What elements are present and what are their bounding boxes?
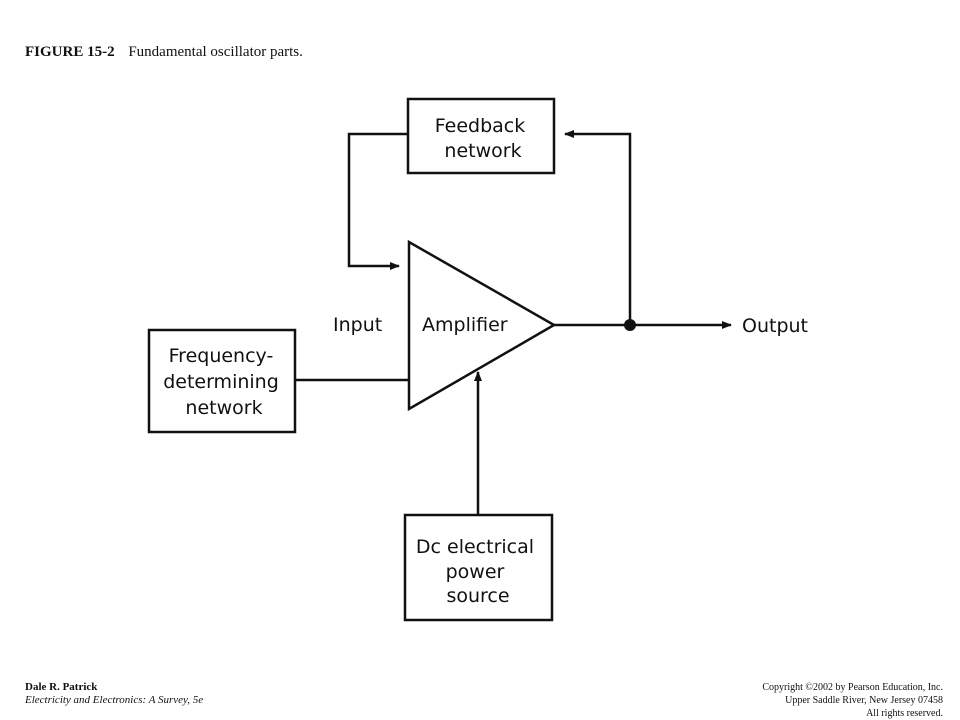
footer-copyright-line: Copyright ©2002 by Pearson Education, In… (762, 682, 943, 693)
footer-rights-line: All rights reserved. (866, 708, 943, 719)
amplifier-block: Amplifier (407, 239, 557, 412)
footer-address-line: Upper Saddle River, New Jersey 07458 (785, 695, 943, 706)
power-source-block: Dc electrical power source (403, 513, 554, 622)
figure-title: Fundamental oscillator parts. (128, 44, 303, 60)
power-label-line-3: source (446, 585, 509, 607)
footer-copyright: Copyright ©2002 by Pearson Education, In… (762, 681, 943, 720)
power-source-label: Dc electrical power source (416, 536, 540, 607)
footer-book-title: Electricity and Electronics: A Survey, 5… (25, 694, 204, 706)
feedback-network-block: Feedback network (406, 97, 556, 175)
feedback-network-label: Feedback network (435, 115, 532, 162)
feedback-to-input-path (347, 132, 408, 270)
amplifier-triangle (407, 239, 557, 412)
footer-author: Dale R. Patrick (25, 681, 98, 693)
footer-credit: Dale R. Patrick Electricity and Electron… (25, 681, 203, 707)
amplifier-label: Amplifier (422, 314, 508, 336)
power-label-line-1: Dc electrical (416, 536, 534, 558)
frequency-label-line-2: determining (163, 371, 279, 393)
feedback-label-line-2: network (444, 140, 521, 162)
input-label: Input (333, 314, 382, 336)
frequency-network-block: Frequency- determining network (147, 328, 297, 434)
figure-number: FIGURE 15-2 (25, 44, 115, 60)
power-label-line-2: power (446, 561, 505, 583)
figure-caption: FIGURE 15-2 Fundamental oscillator parts… (25, 44, 303, 61)
output-junction-dot (624, 319, 636, 331)
feedback-network-box (406, 97, 556, 175)
output-label: Output (742, 315, 808, 337)
frequency-label-line-3: network (185, 397, 262, 419)
feedback-return-path (564, 130, 632, 325)
feedback-label-line-1: Feedback (435, 115, 525, 137)
frequency-label-line-1: Frequency- (169, 345, 274, 367)
frequency-network-label: Frequency- determining network (163, 345, 285, 419)
